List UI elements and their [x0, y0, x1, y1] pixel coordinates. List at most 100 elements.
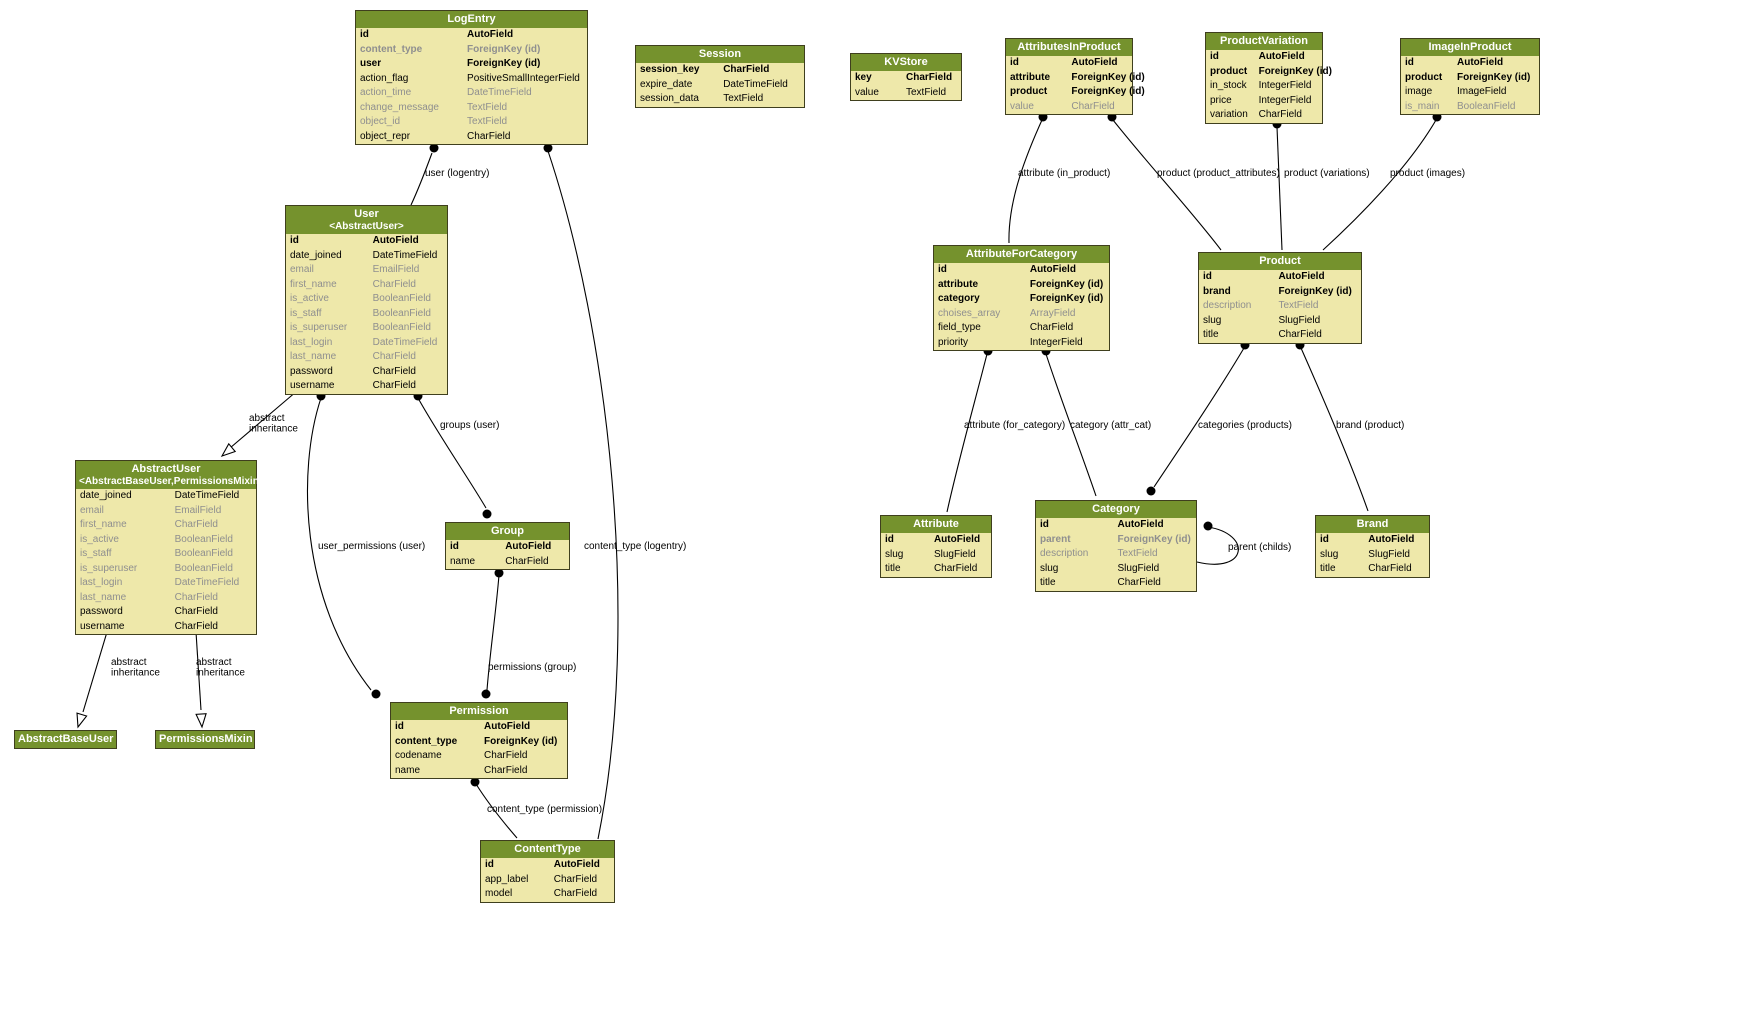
edge-label-line: user_permissions (user): [318, 541, 425, 552]
field-name: username: [80, 620, 125, 632]
field-row: title CharField: [1199, 328, 1361, 343]
field-type: AutoField: [372, 235, 419, 246]
edge-label-line: user (logentry): [425, 168, 489, 179]
field-name: first_name: [80, 519, 127, 530]
field-name: object_id: [360, 116, 401, 127]
field-name: name: [395, 764, 421, 776]
field-type: AutoField: [1117, 519, 1164, 530]
field-name: last_name: [290, 351, 337, 362]
field-type: ForeignKey (id): [1258, 65, 1332, 77]
entity-header: Group: [446, 523, 569, 540]
field-type: AutoField: [1457, 57, 1504, 68]
field-type: BooleanField: [1457, 100, 1516, 112]
entity-header: Category: [1036, 501, 1196, 518]
field-name: is_active: [290, 293, 329, 304]
field-name: id: [290, 235, 299, 246]
field-type: BooleanField: [372, 322, 431, 333]
edge-label: parent (childs): [1228, 542, 1291, 553]
entity-header: AbstractUser<AbstractBaseUser,Permission…: [76, 461, 265, 489]
relation-dot: [470, 777, 480, 787]
entity-name: Product: [1259, 255, 1301, 267]
edge-categories-products: [1153, 347, 1245, 488]
field-type: SlugField: [1117, 562, 1160, 574]
field-type: EmailField: [372, 264, 420, 275]
field-type: CharField: [484, 750, 528, 761]
edge-product-images: [1322, 119, 1437, 251]
edge-label: content_type (permission): [487, 804, 602, 815]
field-name: last_login: [80, 577, 123, 588]
entity-name: Session: [698, 48, 742, 60]
edge-label: product (images): [1390, 168, 1465, 179]
field-name: priority: [938, 336, 969, 348]
entity-name: ProductVariation: [1219, 35, 1309, 47]
edge-label: brand (product): [1336, 420, 1404, 431]
field-name: last_login: [290, 336, 333, 348]
entity-name: ContentType: [514, 843, 581, 855]
edge-label-line: brand (product): [1336, 420, 1404, 431]
field-type: CharField: [1029, 322, 1074, 333]
edge-label-line: abstract: [196, 657, 232, 668]
field-type: CharField: [1278, 329, 1322, 340]
field-type: DateTimeField: [174, 490, 240, 501]
field-type: CharField: [372, 365, 416, 377]
entity-header: Session: [636, 46, 804, 63]
field-type: CharField: [174, 606, 218, 617]
entity-stereotype: <AbstractBaseUser,PermissionsMixin>: [79, 476, 265, 487]
field-type: ForeignKey (id): [1029, 278, 1104, 290]
field-type: CharField: [174, 620, 218, 632]
field-name: parent: [1040, 533, 1071, 545]
field-name: value: [855, 86, 879, 98]
field-name: product: [1405, 71, 1443, 83]
edge-content-type-permission: [475, 783, 518, 839]
field-type: CharField: [174, 519, 218, 530]
field-type: DateTimeField: [372, 336, 438, 348]
field-type: DateTimeField: [467, 87, 532, 98]
field-name: brand: [1203, 285, 1231, 297]
field-name: title: [1203, 329, 1219, 340]
relation-dot: [494, 568, 504, 578]
field-name: last_name: [80, 591, 127, 603]
field-name: id: [885, 534, 894, 545]
entity-name: ImageInProduct: [1428, 41, 1512, 53]
field-name: image: [1405, 86, 1433, 97]
field-type: TextField: [1278, 300, 1319, 311]
entity-header: ImageInProduct: [1401, 39, 1539, 56]
field-name: content_type: [360, 43, 423, 55]
edge-label: groups (user): [440, 420, 499, 431]
field-name: attribute: [1010, 71, 1050, 83]
edge-label-line: inheritance: [249, 424, 298, 435]
field-name: category: [938, 293, 980, 304]
field-name: is_superuser: [290, 322, 348, 333]
field-type: CharField: [553, 888, 598, 899]
field-name: expire_date: [640, 78, 693, 90]
entity-header: AttributeForCategory: [934, 246, 1109, 263]
edge-label: category (attr_cat): [1070, 420, 1151, 431]
